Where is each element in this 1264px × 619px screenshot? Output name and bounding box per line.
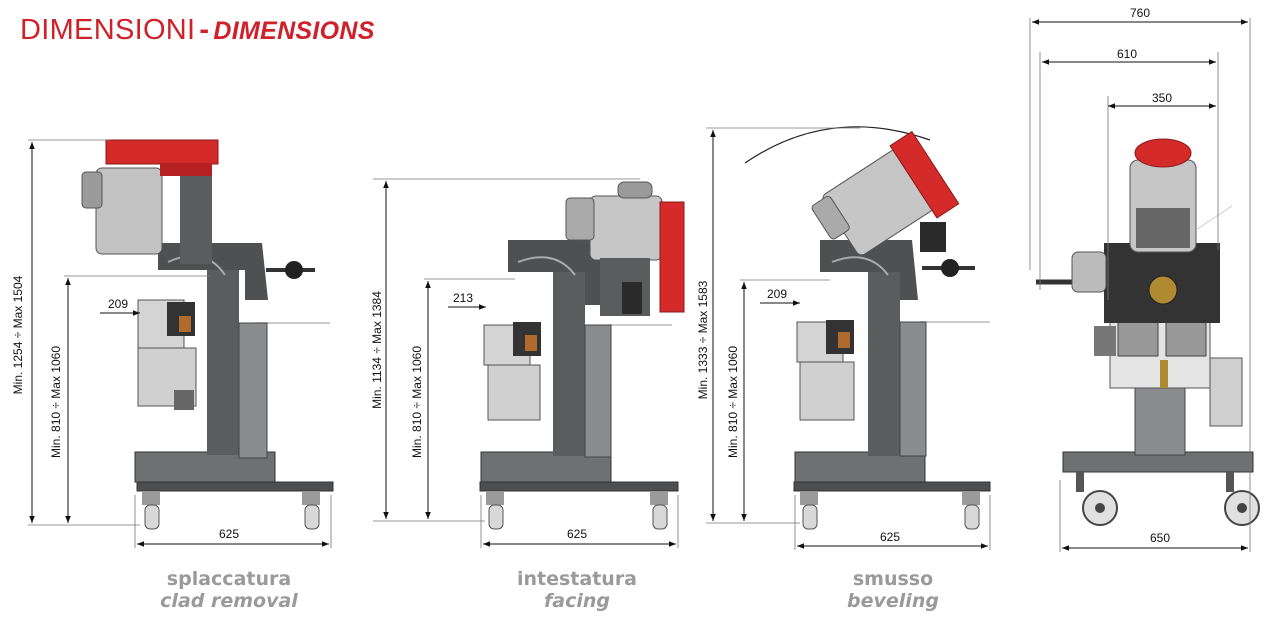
machine-drawing-beveling <box>744 126 991 530</box>
dimension-table-height-facing: Min. 810 ÷ Max 1060 <box>410 346 424 458</box>
caption-italian: splaccatura <box>166 568 292 590</box>
dimension-offset-facing: 213 <box>453 291 473 305</box>
caption-italian: intestatura <box>516 568 638 590</box>
title-english: DIMENSIONS <box>213 17 375 45</box>
page-title: DIMENSIONI-DIMENSIONS <box>20 14 375 47</box>
caption-italian: smusso <box>852 568 934 590</box>
dimension-total-height-facing: Min. 1134 ÷ Max 1384 <box>370 291 384 409</box>
title-separator: - <box>199 14 210 46</box>
dimension-front-mid-width: 610 <box>1117 47 1137 61</box>
title-italian: DIMENSIONI <box>20 14 196 46</box>
dimension-lines-facing <box>373 178 679 548</box>
dimension-front-base-width: 650 <box>1150 531 1170 545</box>
dimension-total-height-clad-removal: Min. 1254 ÷ Max 1504 <box>11 275 25 394</box>
dimension-table-height-clad-removal: Min. 810 ÷ Max 1060 <box>49 346 63 458</box>
dimension-base-width-facing: 625 <box>567 527 587 541</box>
dimension-offset-beveling: 209 <box>767 287 787 301</box>
dimension-base-width-clad-removal: 625 <box>219 527 239 541</box>
caption-facing: intestatura facing <box>467 568 687 612</box>
caption-english: clad removal <box>160 590 298 612</box>
dimension-front-head-width: 350 <box>1152 91 1172 105</box>
caption-beveling: smusso beveling <box>783 568 1003 612</box>
dimension-front-overall-width: 760 <box>1130 6 1150 20</box>
caption-english: beveling <box>847 590 939 612</box>
machine-drawing-front-view <box>1036 138 1260 526</box>
caption-english: facing <box>544 590 610 612</box>
dimension-lines-clad-removal <box>28 139 332 548</box>
dimension-lines-front-view <box>1029 18 1251 552</box>
dimension-lines-beveling <box>706 127 991 550</box>
machine-drawing-clad-removal <box>81 139 334 530</box>
dimension-offset-clad-removal: 209 <box>108 297 128 311</box>
caption-clad-removal: splaccatura clad removal <box>119 568 339 612</box>
dimension-table-height-beveling: Min. 810 ÷ Max 1060 <box>726 346 740 458</box>
machine-drawing-facing <box>479 181 685 530</box>
dimension-base-width-beveling: 625 <box>880 530 900 544</box>
dimension-total-height-beveling: Min. 1333 ÷ Max 1583 <box>696 280 710 399</box>
